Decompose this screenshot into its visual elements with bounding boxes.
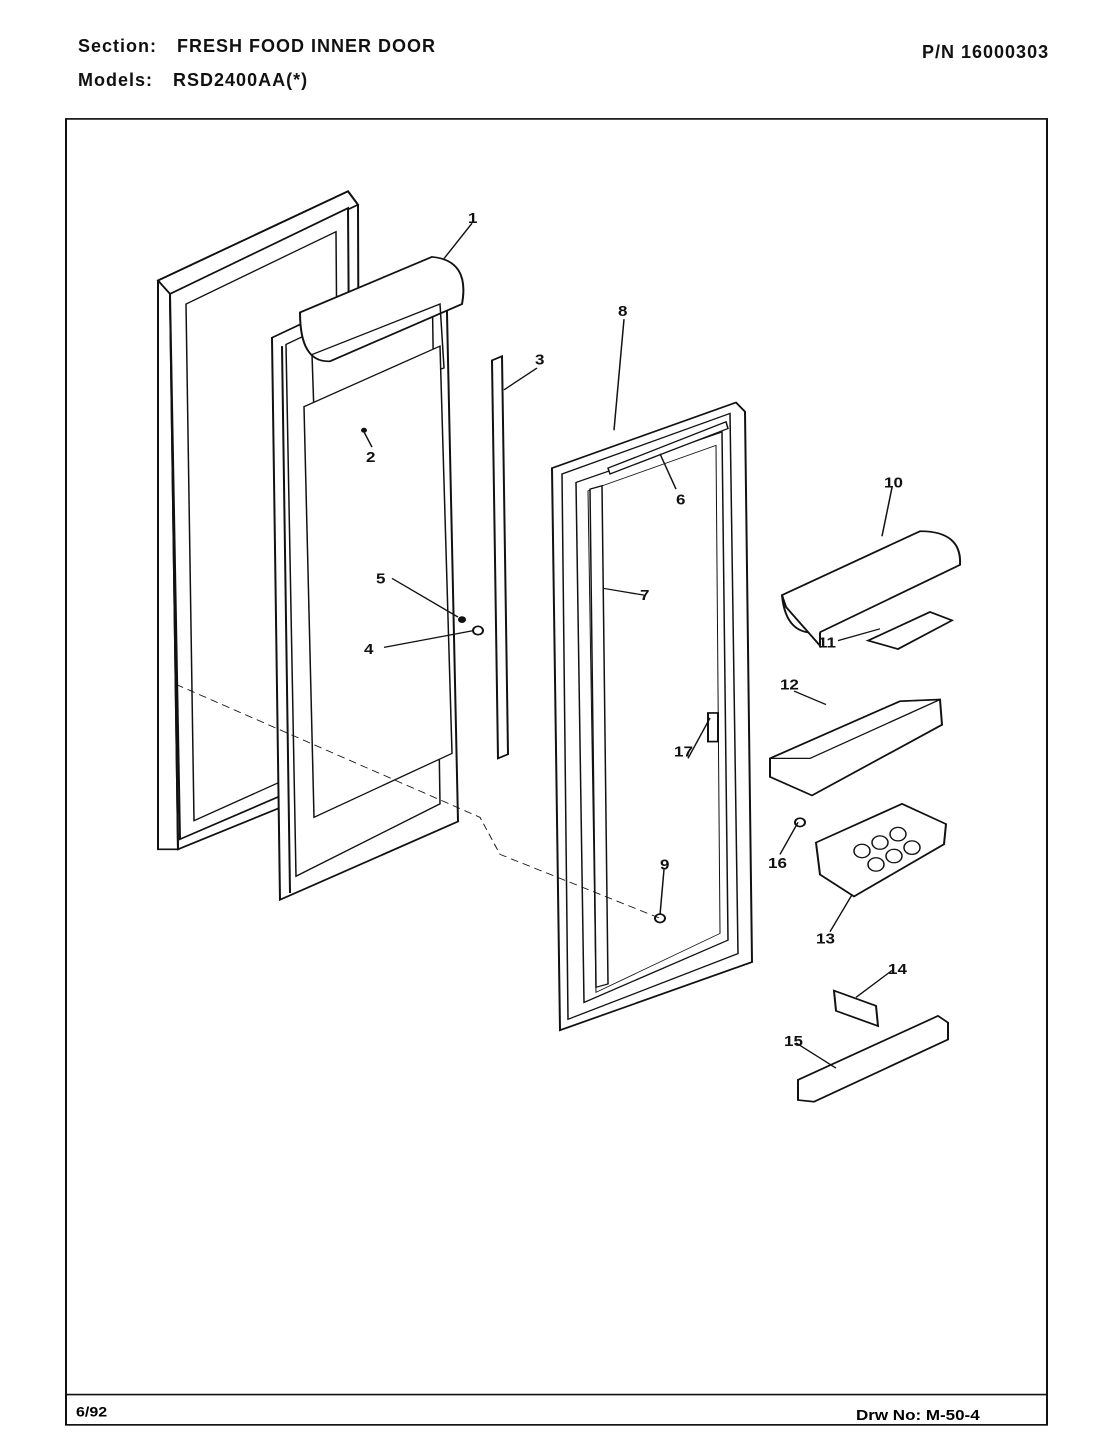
models-label: Models: <box>78 70 154 90</box>
callout-8: 8 <box>618 304 628 319</box>
callout-13: 13 <box>816 932 835 947</box>
drawing-number: Drw No: M-50-4 <box>856 1408 980 1423</box>
callout-2: 2 <box>366 450 376 465</box>
callout-12: 12 <box>780 678 799 693</box>
models-value: RSD2400AA(*) <box>173 70 309 90</box>
callout-5: 5 <box>376 572 386 587</box>
cover-handle <box>865 611 955 650</box>
footer-date: 6/92 <box>76 1406 107 1421</box>
exploded-view: 1 2 3 4 5 6 7 8 9 10 11 12 13 14 15 16 1… <box>65 118 1048 1426</box>
bracket-part-17 <box>707 712 719 743</box>
callout-14: 14 <box>888 962 907 977</box>
callout-3: 3 <box>535 353 545 368</box>
callout-6: 6 <box>676 492 686 507</box>
shelf-bar <box>797 1014 949 1103</box>
alignment-line <box>175 683 661 919</box>
part-number: P/N 16000303 <box>922 42 1050 62</box>
leader-lines <box>363 222 893 1069</box>
door-gasket <box>550 401 754 1032</box>
page-border <box>65 118 1048 1426</box>
fastener-part-5 <box>458 616 466 623</box>
screw-part-2 <box>361 427 367 433</box>
callout-7: 7 <box>640 588 650 603</box>
fastener-part-4 <box>472 625 484 636</box>
callout-16: 16 <box>768 856 787 871</box>
retainer-clip <box>832 989 880 1028</box>
section-label: Section: <box>78 36 158 56</box>
liner-strip <box>490 354 510 760</box>
inner-door-liner <box>270 256 465 902</box>
callout-labels: 1 2 3 4 5 6 7 8 9 10 11 12 13 14 15 16 1… <box>364 211 907 1049</box>
callout-15: 15 <box>784 1034 803 1049</box>
shelf-bin <box>769 698 944 797</box>
callout-4: 4 <box>364 642 374 657</box>
section-title: FRESH FOOD INNER DOOR <box>177 36 437 56</box>
screw-part-16 <box>794 817 806 828</box>
callout-1: 1 <box>468 211 478 226</box>
callout-10: 10 <box>884 476 903 491</box>
callout-17: 17 <box>674 745 693 760</box>
callout-11: 11 <box>818 636 836 651</box>
models-heading: Models: RSD2400AA(*) <box>78 70 308 91</box>
dairy-cover <box>780 530 962 649</box>
section-heading: Section: FRESH FOOD INNER DOOR <box>78 36 436 57</box>
callout-9: 9 <box>660 858 670 873</box>
egg-tray <box>814 802 948 898</box>
